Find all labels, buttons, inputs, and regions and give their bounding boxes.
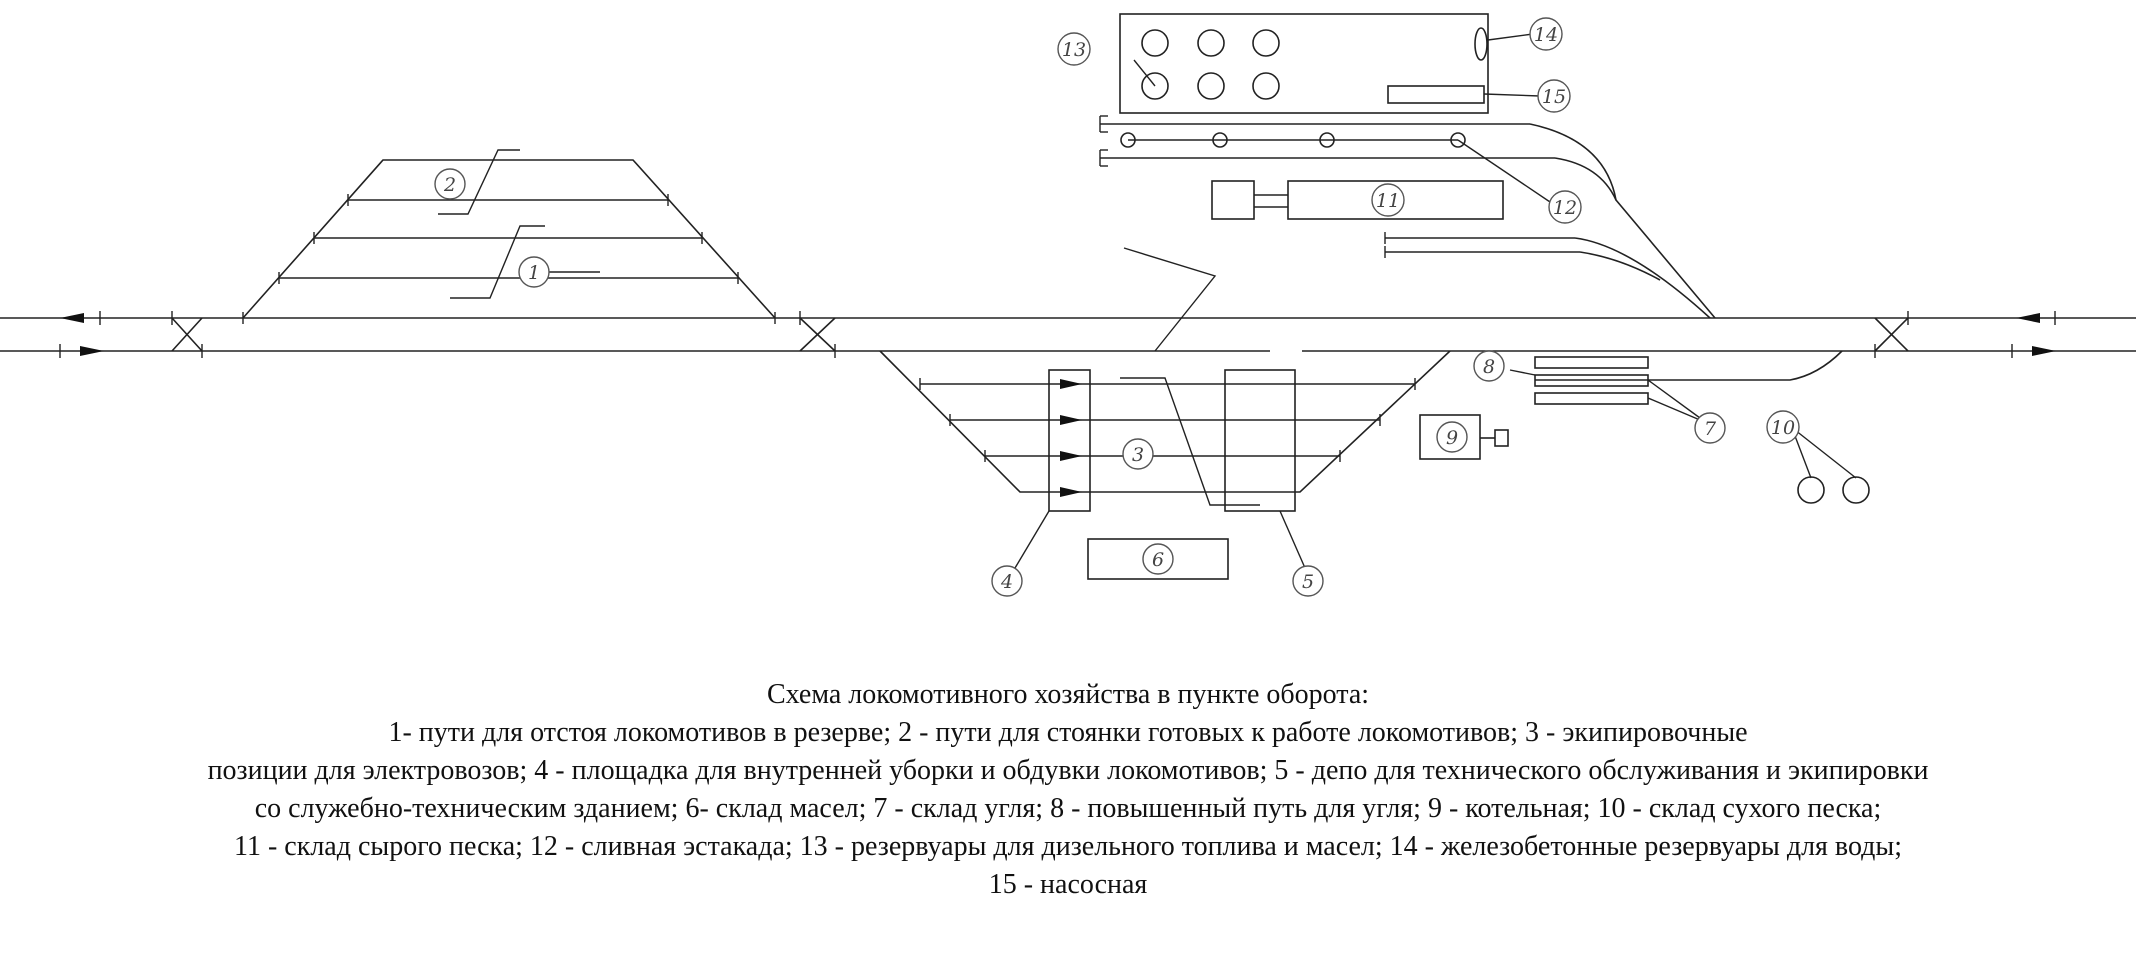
servicing-yard bbox=[879, 350, 1451, 580]
svg-text:1: 1 bbox=[528, 262, 540, 284]
callout-15: 15 bbox=[1537, 79, 1571, 113]
dry-sand-silo bbox=[1797, 476, 1825, 504]
callout-14: 14 bbox=[1529, 17, 1563, 51]
svg-text:13: 13 bbox=[1062, 39, 1086, 61]
callout-8: 8 bbox=[1473, 350, 1505, 382]
arrow-right-icon bbox=[80, 346, 104, 356]
svg-text:12: 12 bbox=[1553, 197, 1577, 219]
callout-13: 13 bbox=[1057, 32, 1091, 66]
leader-lines bbox=[438, 33, 1857, 569]
arrow-right-icon bbox=[1060, 379, 1082, 389]
svg-text:3: 3 bbox=[1132, 444, 1144, 466]
arrow-right-icon bbox=[1060, 451, 1082, 461]
caption-line: 15 - насосная bbox=[988, 869, 1148, 900]
crossovers bbox=[171, 311, 1909, 358]
svg-text:10: 10 bbox=[1771, 417, 1795, 439]
oil-warehouse bbox=[1087, 538, 1229, 580]
tank-farm bbox=[1119, 13, 1489, 114]
reserve-and-ready-yard bbox=[242, 159, 776, 324]
callout-1: 1 bbox=[518, 256, 550, 288]
callout-12: 12 bbox=[1548, 190, 1582, 224]
caption-line: 1- пути для отстоя локомотивов в резерве… bbox=[388, 717, 1748, 748]
water-tank bbox=[1474, 27, 1488, 61]
callout-11: 11 bbox=[1371, 183, 1405, 217]
fuel-and-water-complex bbox=[1099, 13, 1716, 319]
callout-4: 4 bbox=[991, 565, 1023, 597]
callout-3: 3 bbox=[1122, 438, 1154, 470]
callout-10: 10 bbox=[1766, 410, 1800, 444]
svg-text:5: 5 bbox=[1302, 571, 1314, 593]
callout-7: 7 bbox=[1694, 412, 1726, 444]
callout-6: 6 bbox=[1142, 543, 1174, 575]
svg-text:7: 7 bbox=[1704, 418, 1717, 440]
dry-sand-silo bbox=[1842, 476, 1870, 504]
caption-line: 11 - склад сырого песка; 12 - сливная эс… bbox=[234, 831, 1902, 862]
callout-9: 9 bbox=[1436, 421, 1468, 453]
svg-text:14: 14 bbox=[1534, 24, 1558, 46]
caption-title: Схема локомотивного хозяйства в пункте о… bbox=[766, 679, 1370, 710]
main-tracks bbox=[0, 311, 2136, 358]
depot-building bbox=[1224, 369, 1296, 512]
callout-2: 2 bbox=[434, 168, 466, 200]
svg-text:11: 11 bbox=[1376, 190, 1400, 212]
caption-line: позиции для электровозов; 4 - площадка д… bbox=[207, 755, 1929, 786]
arrow-right-icon bbox=[1060, 487, 1082, 497]
svg-text:8: 8 bbox=[1483, 356, 1495, 378]
locomotive-facility-diagram: 1 2 3 4 5 6 7 8 9 10 11 12 bbox=[0, 13, 2136, 597]
boiler-house bbox=[1419, 414, 1481, 460]
arrow-left-icon bbox=[2016, 313, 2040, 323]
pump-station bbox=[1387, 85, 1485, 104]
arrow-right-icon bbox=[2032, 346, 2056, 356]
svg-text:15: 15 bbox=[1542, 86, 1566, 108]
svg-text:9: 9 bbox=[1446, 427, 1458, 449]
arrow-right-icon bbox=[1060, 415, 1082, 425]
callout-5: 5 bbox=[1292, 565, 1324, 597]
svg-text:6: 6 bbox=[1152, 549, 1164, 571]
svg-text:2: 2 bbox=[443, 174, 456, 196]
svg-text:4: 4 bbox=[1000, 571, 1013, 593]
arrow-left-icon bbox=[60, 313, 84, 323]
diagram-caption: Схема локомотивного хозяйства в пункте о… bbox=[0, 676, 2136, 904]
wet-sand-warehouse bbox=[1211, 180, 1255, 220]
caption-line: со служебно-техническим зданием; 6- скла… bbox=[254, 793, 1882, 824]
cleaning-platform bbox=[1048, 369, 1091, 512]
